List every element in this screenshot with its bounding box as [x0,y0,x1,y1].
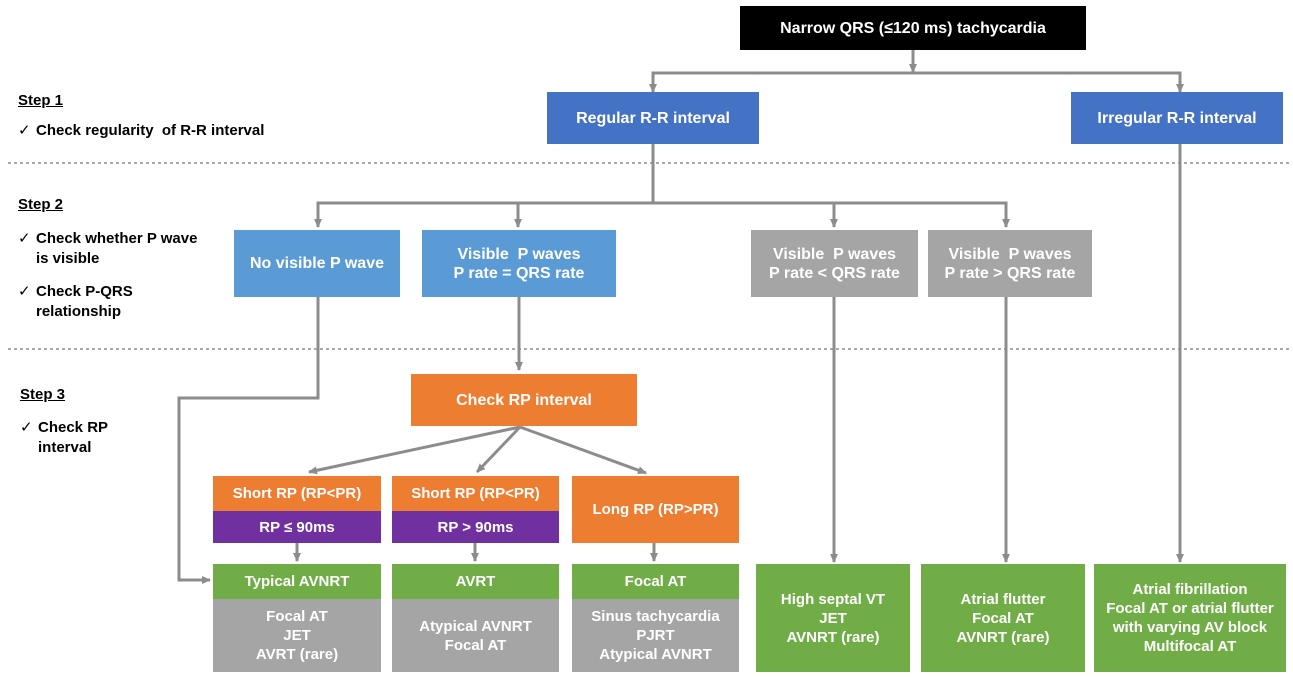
step-2-check-text-2: Check P-QRS relationship [36,283,133,320]
avrt-node: AVRT [392,564,559,599]
node-text-line: No visible P wave [250,255,384,272]
step-2-title: Step 2 [18,196,64,213]
node-text-line: Long RP (RP>PR) [592,501,719,518]
node-text-line: Visible P waves [457,245,581,263]
node-text-line: PJRT [636,627,675,644]
step-2-check-text-1: Check whether P wave is visible [36,230,198,267]
node-text-line: Atrial fibrillation [1132,581,1248,598]
node-text-line: Focal AT [444,636,507,654]
no-visible-p-node: No visible P wave [234,230,400,297]
node-text-line: Focal AT or atrial flutter [1106,600,1274,617]
short-rp-node-2: Short RP (RP<PR) [392,476,559,511]
node-text-line: P rate < QRS rate [769,264,900,282]
step-2-check-1: ✓ Check whether P wave is visible [18,229,203,269]
node-text-line: AVRT [455,573,496,590]
root-node: Narrow QRS (≤120 ms) tachycardia [740,6,1086,50]
node-text-line: RP > 90ms [437,518,514,536]
step-1-check-1: ✓ Check regularity of R-R interval [18,121,338,141]
node-text-line: Focal AT [972,609,1034,627]
check-mark-icon: ✓ [20,419,33,436]
node-text-line: Irregular R-R interval [1097,109,1257,127]
check-mark-icon: ✓ [18,283,31,300]
node-text-line: High septal VT [780,590,886,608]
rp-gt-90-node: RP > 90ms [392,511,559,543]
short-rp-node-1: Short RP (RP<PR) [213,476,381,511]
node-text-line: Regular R-R interval [576,109,730,127]
node-text-line: Focal AT [266,608,328,625]
node-text-line: AVNRT (rare) [956,628,1050,646]
node-text-line: AVNRT (rare) [786,628,880,646]
node-text-line: Visible P waves [772,245,897,263]
node-text-line: Visible P waves [948,245,1072,263]
node-text-line: P rate = QRS rate [453,264,585,282]
focal-at-node: Focal AT [572,564,739,599]
step-1-check-text: Check regularity of R-R interval [36,122,265,139]
step-2-check-2: ✓ Check P-QRS relationship [18,282,203,322]
node-text-line: Narrow QRS (≤120 ms) tachycardia [780,19,1046,37]
node-text-line: Typical AVNRT [244,573,350,590]
node-text-line: Atypical AVNRT [419,617,532,635]
check-mark-icon: ✓ [18,122,31,139]
check-rp-node: Check RP interval [411,374,637,426]
step-3-title: Step 3 [20,386,66,403]
check-mark-icon: ✓ [18,230,31,247]
regular-split-connector [316,201,1008,222]
node-text-line: with varying AV block [1112,619,1268,636]
root-split-connector [651,71,1182,92]
node-text-line: Focal AT [624,573,687,590]
node-text-line: P rate > QRS rate [944,264,1076,282]
node-text-line: Short RP (RP<PR) [232,485,362,502]
node-text-line: Atypical AVNRT [599,646,712,663]
node-text-line: Atrial flutter [960,590,1046,608]
typical-avnrt-node: Typical AVNRT [213,564,381,599]
node-text-line: AVRT (rare) [255,646,339,663]
irregular-rr-node: Irregular R-R interval [1071,92,1283,144]
step-1-title: Step 1 [18,92,64,109]
long-rp-node: Long RP (RP>PR) [572,476,739,543]
typical-avnrt-differential-node: Focal AT JET AVRT (rare) [213,599,381,672]
node-text-line: RP ≤ 90ms [259,518,335,536]
node-text-line: Multifocal AT [1143,638,1237,655]
node-text-line: JET [819,609,847,627]
node-text-line: Check RP interval [456,391,592,409]
rp-le-90-node: RP ≤ 90ms [213,511,381,543]
node-text-line: Sinus tachycardia [591,608,720,625]
node-text-line: JET [283,627,311,644]
node-text-line: Short RP (RP<PR) [411,485,540,502]
step-3-check-1: ✓ Check RP interval [20,418,150,458]
regular-rr-node: Regular R-R interval [547,92,759,144]
step-3-check-text: Check RP interval [38,419,108,456]
